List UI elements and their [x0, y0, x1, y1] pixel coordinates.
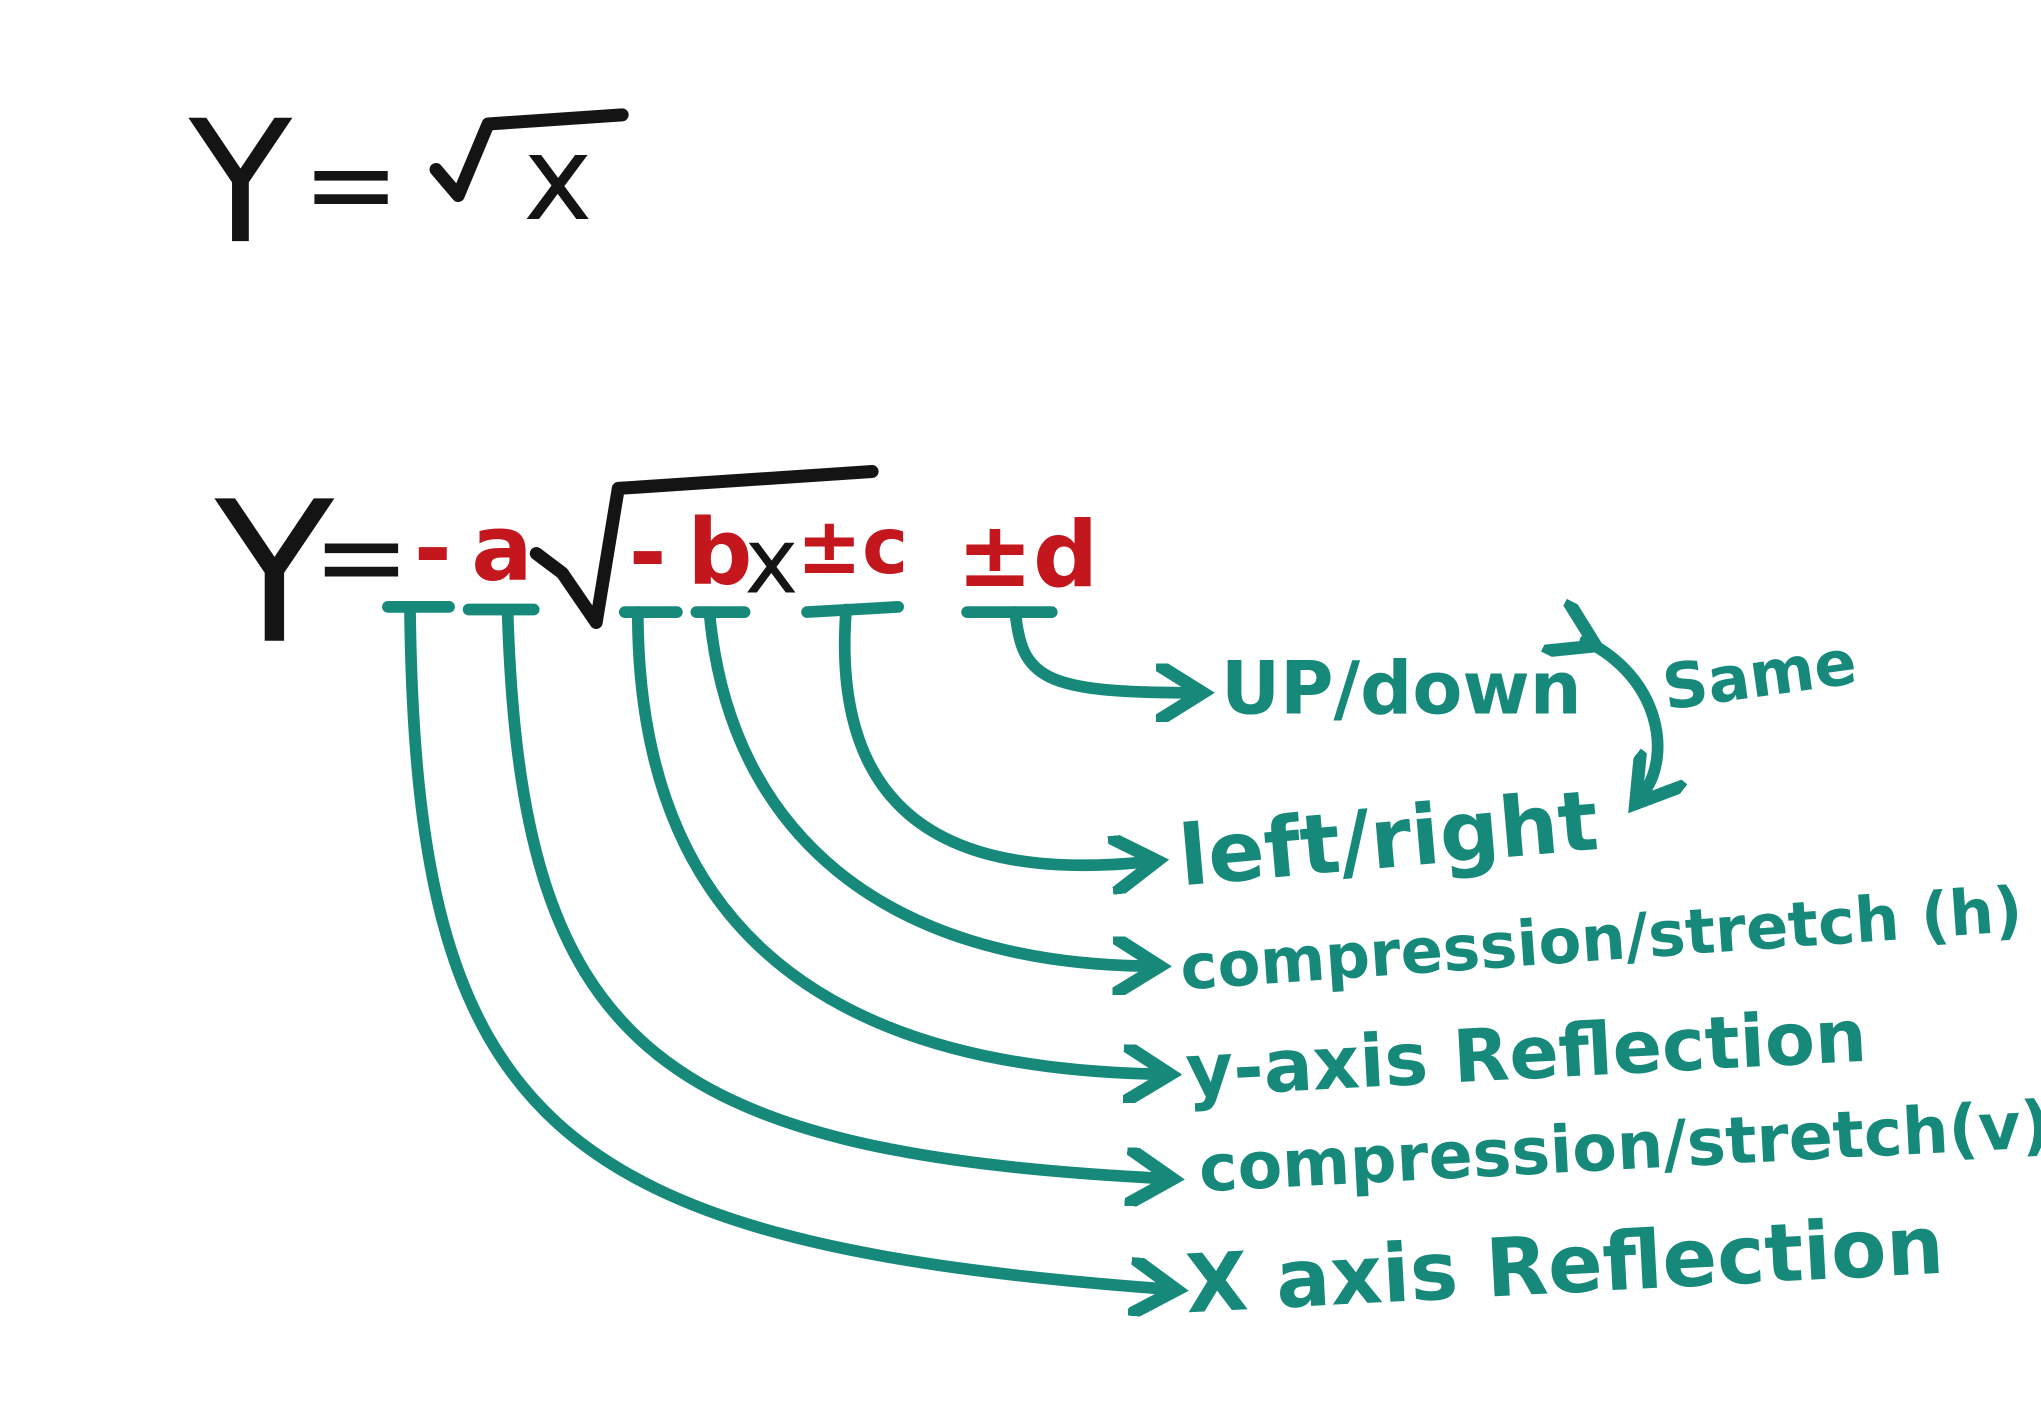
- label-same: Same: [1658, 625, 1861, 724]
- variable-x: x: [745, 509, 799, 615]
- arrow-c-to-leftright: [838, 603, 1146, 865]
- arrows: [404, 603, 1658, 1289]
- arrow-negb-to-y-reflection: [631, 606, 1159, 1074]
- labels: UP/down Same left/right compression/stre…: [1175, 625, 2041, 1332]
- sqrt-symbol: [529, 464, 879, 630]
- param-d: ±d: [957, 502, 1099, 608]
- sqrt-symbol: [429, 108, 629, 203]
- label-x-axis-reflection: X axis Reflection: [1183, 1199, 1946, 1333]
- parent-equation: Y = x: [188, 84, 629, 281]
- label-y-axis-reflection: y-axis Reflection: [1184, 994, 1869, 1115]
- arrow-a-to-compression-v: [501, 606, 1161, 1178]
- transformed-y: Y: [214, 461, 335, 688]
- arrow-nega-to-x-reflection: [404, 606, 1165, 1289]
- same-double-arrow: [1585, 641, 1657, 795]
- arrow-b-to-compression-h: [703, 606, 1148, 966]
- param-c: ±c: [797, 502, 909, 592]
- parent-y: Y: [188, 84, 293, 281]
- parent-radicand: x: [523, 110, 592, 247]
- transformed-equation: Y = - a - b x ±c ±d: [214, 461, 1099, 688]
- label-up-down: UP/down: [1221, 647, 1582, 732]
- param-neg-a: -: [414, 496, 452, 602]
- parameter-brackets: [382, 601, 1058, 618]
- param-a: a: [471, 496, 532, 602]
- label-left-right: left/right: [1175, 772, 1602, 905]
- param-b: b: [687, 499, 752, 605]
- parent-equals: =: [302, 115, 400, 252]
- arrow-d-to-updown: [1009, 606, 1191, 693]
- param-neg-b: -: [629, 499, 667, 605]
